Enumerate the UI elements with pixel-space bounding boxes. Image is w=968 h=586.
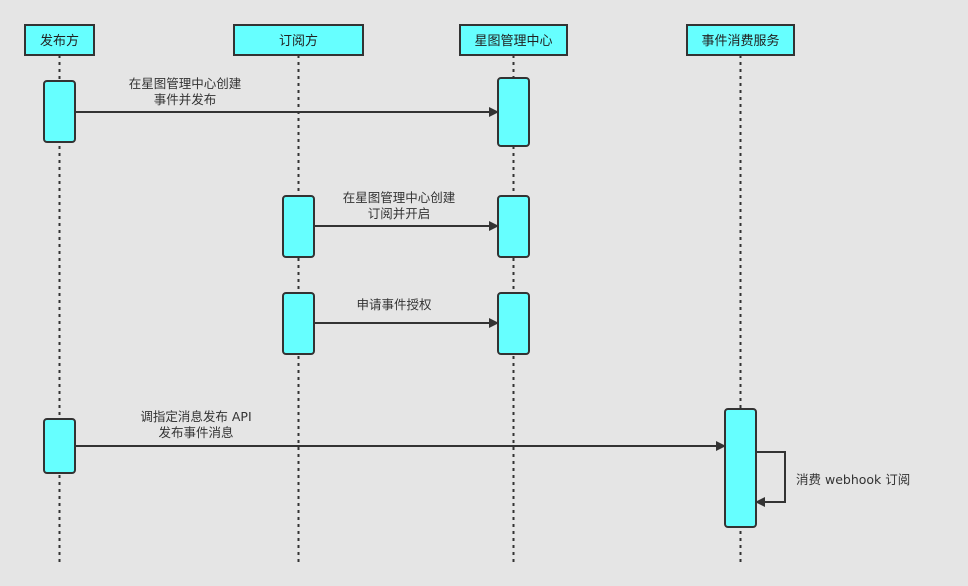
message-label-line-2: 事件并发布 xyxy=(154,92,217,107)
message-label-line-1: 调指定消息发布 API xyxy=(140,409,251,424)
participant-label: 发布方 xyxy=(40,33,79,49)
participant-consumer[interactable]: 事件消费服务 xyxy=(686,24,795,56)
message-label-line-2: 发布事件消息 xyxy=(158,425,233,440)
activation-subscriber-1[interactable] xyxy=(282,195,315,258)
participant-label: 订阅方 xyxy=(279,33,318,49)
activation-center-1[interactable] xyxy=(497,77,530,147)
self-message-arrow xyxy=(755,451,786,507)
message-label-line-2: 订阅并开启 xyxy=(368,206,431,221)
message-create-subscription[interactable]: 在星图管理中心创建 订阅并开启 xyxy=(314,190,499,231)
participant-label: 事件消费服务 xyxy=(701,33,779,49)
activation-consumer-1[interactable] xyxy=(724,408,757,528)
participant-subscriber[interactable]: 订阅方 xyxy=(233,24,364,56)
activation-publisher-2[interactable] xyxy=(43,418,76,474)
message-publish-api[interactable]: 调指定消息发布 API 发布事件消息 xyxy=(75,409,726,451)
activation-subscriber-2[interactable] xyxy=(282,292,315,355)
message-label-line-1: 消费 webhook 订阅 xyxy=(796,472,910,487)
message-request-authorization[interactable]: 申请事件授权 xyxy=(314,297,499,328)
message-create-event[interactable]: 在星图管理中心创建 事件并发布 xyxy=(75,76,499,117)
participant-label: 星图管理中心 xyxy=(474,34,552,49)
participant-publisher[interactable]: 发布方 xyxy=(24,24,95,56)
participant-center[interactable]: 星图管理中心 xyxy=(459,24,568,56)
message-label-line-1: 申请事件授权 xyxy=(356,297,432,312)
message-label-line-1: 在星图管理中心创建 xyxy=(343,190,456,205)
activation-publisher-1[interactable] xyxy=(43,80,76,143)
activation-center-3[interactable] xyxy=(497,292,530,355)
activation-center-2[interactable] xyxy=(497,195,530,258)
message-consume-webhook[interactable]: 消费 webhook 订阅 xyxy=(755,451,910,507)
message-label-line-1: 在星图管理中心创建 xyxy=(129,76,242,91)
